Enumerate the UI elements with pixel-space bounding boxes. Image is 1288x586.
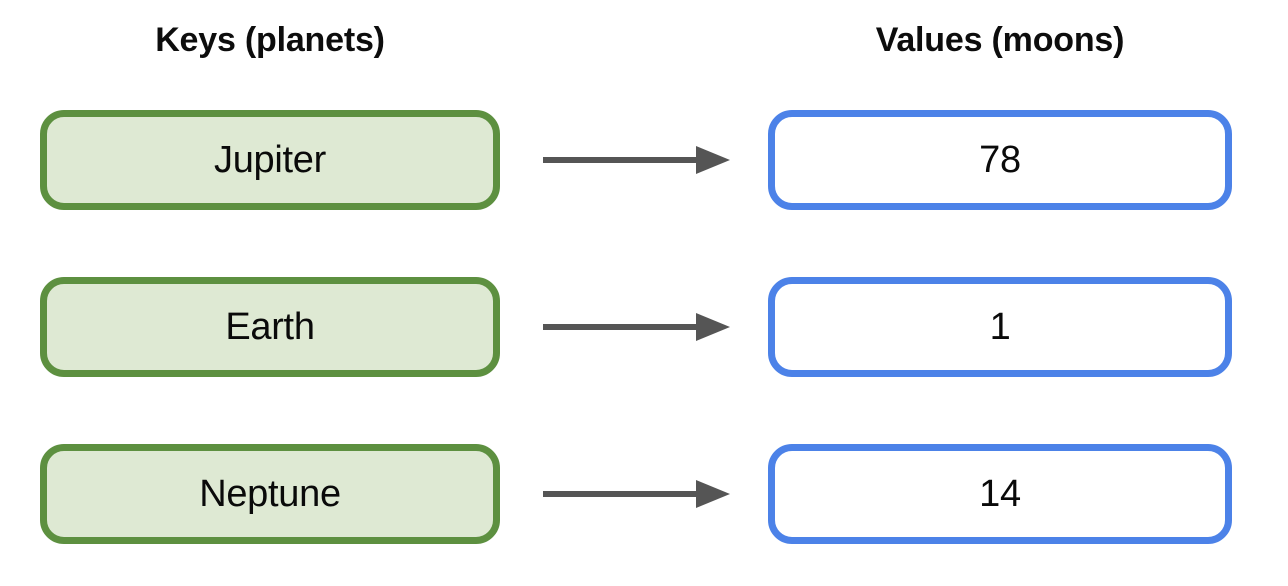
mapping-row: Neptune 14	[0, 444, 1288, 544]
key-label: Jupiter	[214, 139, 326, 181]
key-box-neptune[interactable]: Neptune	[40, 444, 500, 544]
values-column-heading: Values (moons)	[875, 21, 1125, 59]
mapping-row: Jupiter 78	[0, 110, 1288, 210]
key-label: Earth	[225, 306, 315, 348]
value-label: 1	[989, 306, 1011, 348]
key-label: Neptune	[199, 473, 341, 515]
value-box-jupiter[interactable]: 78	[768, 110, 1232, 210]
value-label: 14	[979, 473, 1021, 515]
keys-column-heading: Keys (planets)	[155, 21, 385, 59]
value-label: 78	[979, 139, 1021, 181]
key-box-earth[interactable]: Earth	[40, 277, 500, 377]
key-box-jupiter[interactable]: Jupiter	[40, 110, 500, 210]
value-box-earth[interactable]: 1	[768, 277, 1232, 377]
right-arrow-icon	[543, 480, 730, 508]
mapping-row: Earth 1	[0, 277, 1288, 377]
right-arrow-icon	[543, 146, 730, 174]
right-arrow-icon	[543, 313, 730, 341]
value-box-neptune[interactable]: 14	[768, 444, 1232, 544]
